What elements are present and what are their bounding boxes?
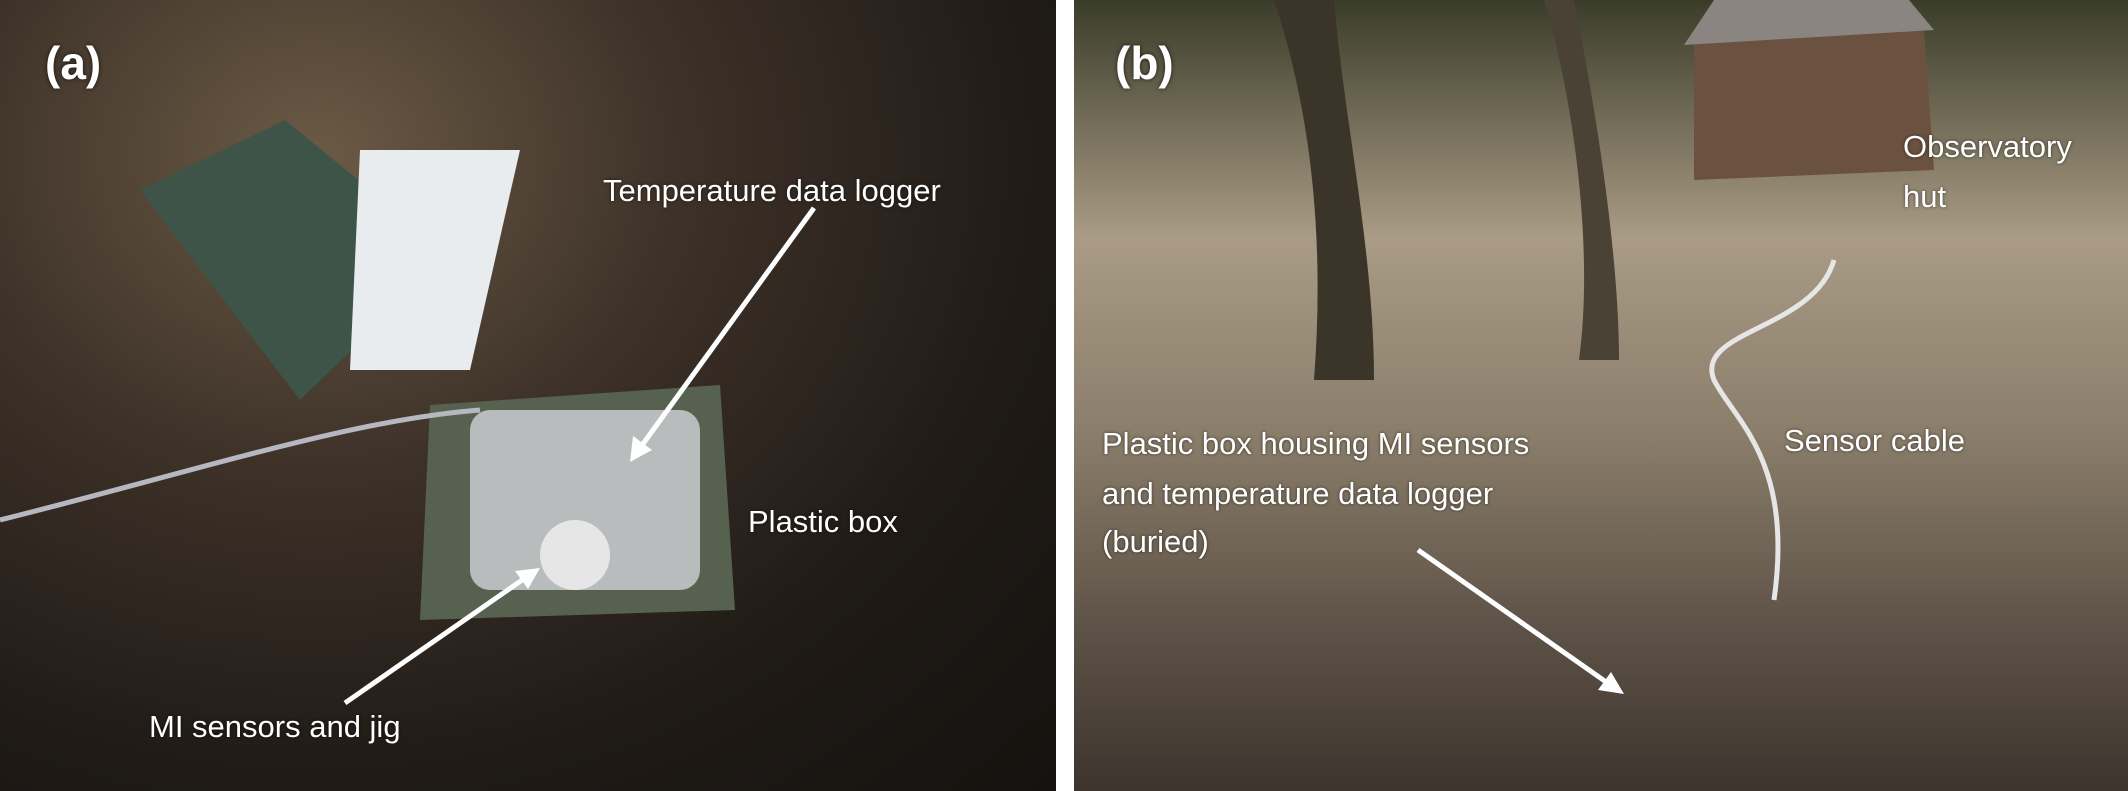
observatory-hut (1694, 30, 1934, 180)
photo-panel-b: (b) Observatory hut Plastic box housing … (1074, 0, 2128, 791)
label-box-line1: Plastic box housing MI sensors (1102, 426, 1530, 461)
arrow-temperature-logger (637, 206, 817, 450)
label-plastic-box: Plastic box (748, 504, 898, 539)
label-hut-line1: Observatory (1903, 129, 2072, 164)
box-lid (140, 120, 450, 400)
white-sheet (350, 150, 520, 370)
label-box-line3: (buried) (1102, 524, 1209, 559)
photo-b-scene (1274, 0, 1934, 694)
panel-b-tag: (b) (1115, 37, 1174, 89)
photo-panel-a: (a) Temperature data logger Plastic box … (0, 0, 1056, 791)
label-temperature-logger: Temperature data logger (603, 173, 941, 208)
label-hut-line2: hut (1903, 179, 1947, 214)
arrow-buried-box (1416, 547, 1611, 687)
label-sensor-cable: Sensor cable (1784, 423, 1965, 458)
label-mi-sensors: MI sensors and jig (149, 709, 401, 744)
cables (0, 407, 481, 523)
label-box-line2: and temperature data logger (1102, 476, 1494, 511)
photo-a-scene (0, 120, 817, 706)
tree-trunk (1274, 0, 1374, 380)
mi-sensor-jig (540, 520, 610, 590)
tree-trunk (1544, 0, 1619, 360)
arrow-mi-sensors (343, 575, 527, 706)
panel-a-tag: (a) (45, 37, 102, 89)
sensor-cable (1709, 259, 1837, 601)
